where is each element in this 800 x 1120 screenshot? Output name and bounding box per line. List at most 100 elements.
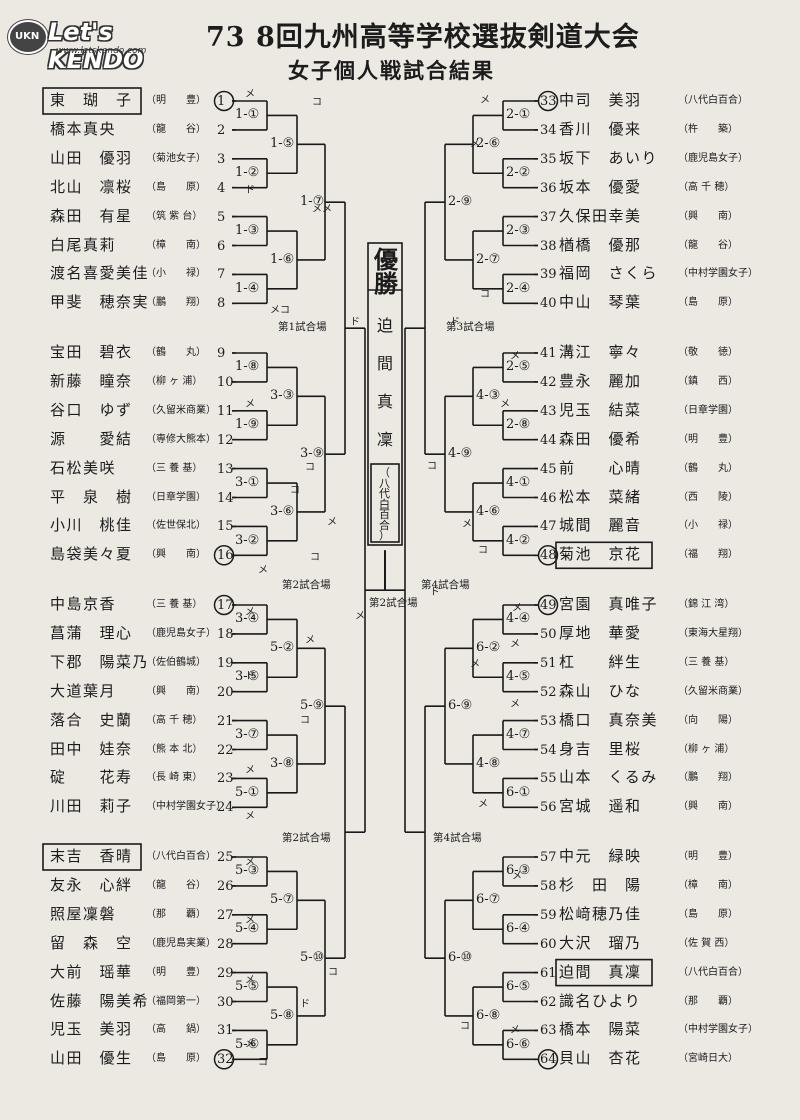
player-name: 森田 有星 [50,206,133,225]
champion-box [42,843,142,871]
player-name: 前 心晴 [559,458,642,477]
player-school: （長 崎 東） [146,772,203,784]
player-name: 迫間 真凜 [559,962,642,981]
winner-number-circle [537,545,559,566]
player-number: 30 [217,994,234,1010]
player-number: 24 [217,800,234,816]
player-name: 身吉 里桜 [559,739,642,758]
player-number: 52 [540,684,557,700]
player-number: 32 [217,1052,234,1068]
player-school: （島 原） [678,297,738,309]
player-school: （龍 谷） [146,879,206,891]
player-name: 碇 花寿 [50,768,133,787]
technique-mark: ド [245,185,255,196]
match-label: 3-⑧ [270,755,295,771]
technique-mark: メ [245,915,255,926]
player-name: 貝山 杏花 [559,1049,642,1068]
player-school: （興 南） [678,210,738,222]
technique-mark: コ [427,461,437,472]
player-school: （龍 谷） [146,123,206,135]
logo-url: www.letskendo.com [56,46,147,56]
technique-mark: メ [327,517,337,528]
technique-mark: メ [305,635,315,646]
player-school: （興 南） [678,801,738,813]
match-label: 4-⑤ [506,669,531,685]
player-name: 山田 優羽 [50,148,133,167]
player-number: 12 [217,432,234,448]
match-label: 1-⑤ [270,136,295,152]
player-school: （興 南） [146,685,206,697]
player-school: （柳 ヶ 浦） [678,743,735,755]
player-name: 菖蒲 理心 [50,623,133,642]
player-name: 橋本真央 [50,119,117,138]
player-number: 5 [217,209,226,225]
player-school: （東海大星翔） [678,627,748,639]
match-label: 6-③ [506,863,531,879]
player-number: 56 [540,800,557,816]
player-number: 11 [217,403,234,419]
technique-mark: コ [328,967,338,978]
player-school: （三 養 基） [678,656,735,668]
player-name: 石松美咲 [50,458,117,477]
player-school: （杵 築） [678,123,738,135]
player-school: （専修大熊本） [146,433,216,445]
player-name: 白尾真莉 [50,235,117,254]
match-label: 2-⑦ [476,251,501,267]
technique-mark: メ [470,659,480,670]
match-label: 4-⑥ [476,503,501,519]
player-number: 62 [540,994,557,1010]
player-school: （那 覇） [146,908,206,920]
champion-school-box [370,463,400,543]
player-number: 6 [217,238,226,254]
champion-box [42,87,142,115]
champion-title-char: 勝 [374,269,398,298]
player-school: （小 禄） [146,268,206,280]
technique-mark: コ [478,545,488,556]
player-school: （鵬 翔） [146,297,206,309]
player-name: 坂下 あいり [559,148,659,167]
champion-panel [367,242,403,546]
player-school: （小 禄） [678,520,738,532]
match-label: 1-④ [235,280,260,296]
player-name: 中元 緑映 [559,847,642,865]
player-school: （向 陽） [678,714,738,726]
technique-mark: メメ [312,204,332,215]
player-school: （明 豊） [678,433,738,445]
player-number: 26 [217,878,234,894]
player-number: 60 [540,936,557,952]
player-name: 島袋美々夏 [50,545,133,564]
player-number: 31 [217,1023,234,1039]
player-school: （鹿児島女子） [146,627,216,639]
technique-mark: メ [478,799,488,810]
match-label: 3-⑨ [300,446,325,462]
match-label: 3-④ [235,611,260,627]
match-label: 2-⑤ [506,359,531,375]
player-number: 61 [540,965,557,981]
player-school: （久留米商業） [678,685,748,697]
champion-title-char: 優 [374,245,398,274]
player-name: 山本 くるみ [559,768,658,787]
technique-mark: メ [245,765,255,776]
player-name: 大道葉月 [50,681,117,700]
player-number: 8 [217,296,226,312]
player-school: （宮崎日大） [678,1053,738,1065]
match-label: 6-⑩ [448,950,473,966]
player-number: 63 [540,1023,557,1039]
player-school: （敬 徳） [678,347,738,358]
player-name: 識名ひより [559,991,642,1010]
player-name: 香川 優来 [559,119,642,138]
match-label: 1-① [235,107,260,123]
player-name: 橋口 真奈美 [559,710,659,729]
player-school: （久留米商業） [146,404,216,416]
match-label: 5-④ [235,921,260,937]
technique-mark: メ [258,565,268,576]
player-name: 菊池 京花 [559,545,642,564]
player-school: （樟 南） [678,879,738,891]
player-school: （興 南） [146,549,206,561]
player-name: 山田 優生 [50,1049,133,1068]
player-name: 北山 凛桜 [50,177,133,196]
player-school: （佐伯鶴城） [146,656,206,668]
player-school: （島 原） [146,181,206,193]
player-school: （鶴 丸） [678,462,738,474]
player-school: （佐世保北） [146,520,206,532]
